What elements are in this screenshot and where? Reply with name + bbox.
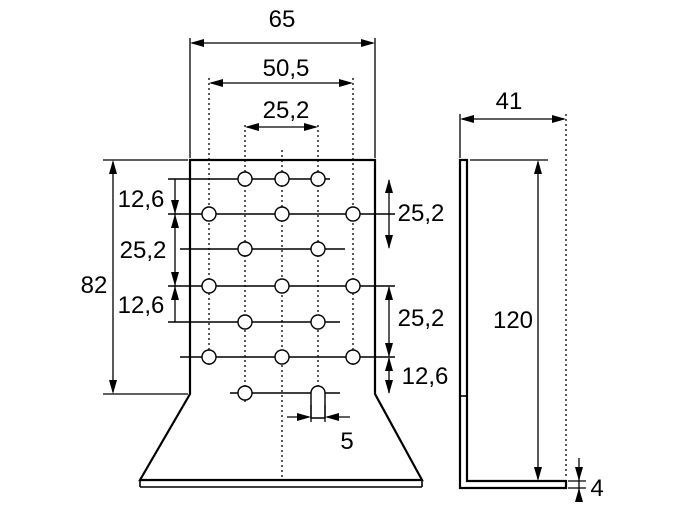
dim-inner-hole-spacing: 25,2 [245,97,318,131]
dim-label-side-thickness: 4 [590,475,603,502]
dim-label-overall-height: 82 [81,272,108,299]
dim-label-left-offset-bottom: 12,6 [118,292,165,319]
hole [237,241,253,257]
hole [274,278,290,294]
dim-label-left-pitch: 25,2 [120,237,167,264]
dim-right-pitch-top: 25,2 [385,179,444,249]
hole [237,171,253,187]
hole [310,241,326,257]
hole [201,278,217,294]
dim-label-inner-hole-spacing: 25,2 [263,97,310,124]
dim-overall-height: 82 [81,159,188,395]
dim-label-left-offset-top: 12,6 [118,186,165,213]
dim-label-outer-hole-spacing: 50,5 [263,55,310,82]
dim-slot-width: 5 [287,405,354,455]
dim-label-side-height: 120 [493,307,533,334]
hole [237,314,253,330]
dim-right-offset-bottom: 12,6 [385,357,448,394]
slot-hole [310,385,326,419]
dim-side-height: 120 [470,159,548,481]
hole [310,314,326,330]
hole [237,385,253,401]
dim-label-slot-width: 5 [340,428,353,455]
hole [345,206,361,222]
angle-profile [458,158,568,490]
dim-label-right-pitch-bottom: 25,2 [398,305,445,332]
dim-outer-hole-spacing: 50,5 [209,55,353,87]
hole [310,171,326,187]
hole [345,278,361,294]
dim-label-side-depth: 41 [496,88,523,115]
dim-side-thickness: 4 [568,458,604,502]
dim-right-pitch-bottom: 25,2 [385,286,444,357]
front-view: 65 50,5 25,2 82 [81,6,448,488]
dim-overall-width: 65 [189,6,376,158]
dim-left-chain: 12,6 25,2 12,6 [118,179,179,322]
hole [274,206,290,222]
hole [345,349,361,365]
dim-label-right-offset-bottom: 12,6 [402,363,449,390]
holes [201,171,361,401]
dim-side-depth: 41 [459,88,567,478]
hole [274,171,290,187]
hole [201,349,217,365]
side-view: 41 120 4 [458,88,604,502]
hole [201,206,217,222]
hole [274,349,290,365]
dim-label-overall-width: 65 [269,6,296,33]
dim-label-right-pitch-top: 25,2 [398,200,445,227]
